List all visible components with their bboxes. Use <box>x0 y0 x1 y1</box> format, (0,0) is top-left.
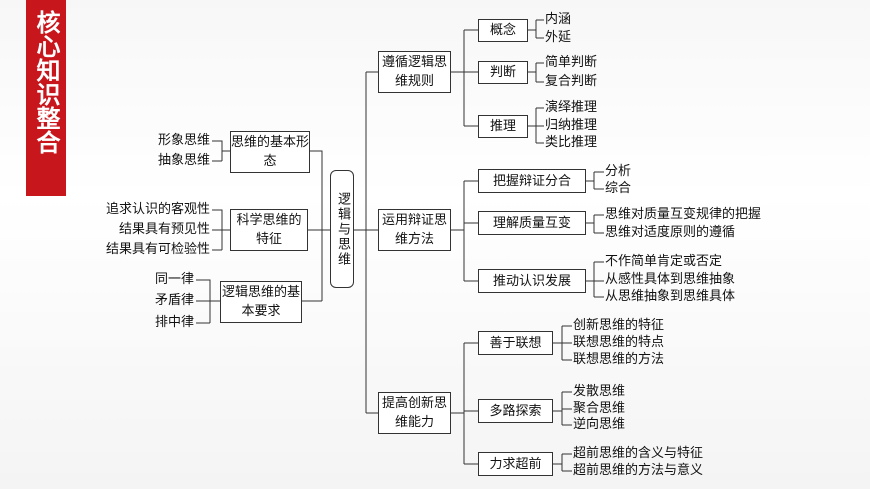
connector-r2-c1 <box>586 171 604 190</box>
left-box-science-features: 科学思维的特征 <box>230 209 308 251</box>
connector-left-trunk <box>302 150 330 302</box>
leaf-item: 聚合思维 <box>573 401 626 416</box>
leaf-item: 分析 <box>605 164 632 179</box>
connector-left-1 <box>212 140 230 162</box>
connector-r1-c2 <box>528 62 544 83</box>
connector-r3-c3 <box>553 453 572 472</box>
leaf-item: 外延 <box>545 30 572 45</box>
leaf-item: 从思维抽象到思维具体 <box>605 289 736 304</box>
child-concept: 概念 <box>478 19 528 42</box>
leaf-item: 逆向思维 <box>573 417 626 432</box>
connector-left-3 <box>196 279 220 324</box>
leaf-item: 联想思维的特点 <box>573 335 665 350</box>
connector-r1-c1 <box>528 19 544 39</box>
leaf-item: 联想思维的方法 <box>573 352 665 367</box>
child-analysis-synthesis: 把握辩证分合 <box>478 169 586 193</box>
right-box-innovation: 提高创新思维能力 <box>378 392 451 434</box>
connector-r2 <box>451 180 478 282</box>
connector-r2-c2 <box>586 214 604 234</box>
center-topic: 逻辑与思维 <box>330 170 354 288</box>
connector-left-2 <box>212 209 230 251</box>
leaf-item: 创新思维的特征 <box>573 318 665 333</box>
left-item: 矛盾律 <box>154 293 194 308</box>
left-item: 同一律 <box>154 272 194 287</box>
connector-r2-c3 <box>586 261 604 298</box>
leaf-item: 演绎推理 <box>545 100 598 115</box>
left-box-logic-requirements: 逻辑思维的基本要求 <box>220 281 302 323</box>
connector-r3-c2 <box>553 391 572 426</box>
leaf-item: 不作简单肯定或否定 <box>605 254 723 269</box>
left-box-basic-forms: 思维的基本形态 <box>230 131 310 173</box>
left-item: 抽象思维 <box>157 153 210 168</box>
child-multi-path: 多路探索 <box>478 399 553 423</box>
leaf-item: 综合 <box>605 181 632 196</box>
left-item: 形象思维 <box>157 133 210 148</box>
child-ahead: 力求超前 <box>478 452 553 476</box>
side-banner: 核心知识整合 <box>26 0 66 196</box>
child-reasoning: 推理 <box>478 115 528 138</box>
child-quality-quantity: 理解质量互变 <box>478 211 586 235</box>
left-item: 结果具有预见性 <box>118 222 210 237</box>
leaf-item: 发散思维 <box>573 384 626 399</box>
leaf-item: 归纳推理 <box>545 118 598 133</box>
leaf-item: 简单判断 <box>545 55 598 70</box>
right-box-logic-rules: 遵循逻辑思维规则 <box>378 51 451 93</box>
connector-r1 <box>451 29 478 127</box>
leaf-item: 思维对质量互变规律的把握 <box>605 207 762 222</box>
left-item: 排中律 <box>154 315 194 330</box>
left-item: 追求认识的客观性 <box>105 202 210 217</box>
leaf-item: 从感性具体到思维抽象 <box>605 272 736 287</box>
left-item: 结果具有可检验性 <box>105 242 210 257</box>
leaf-item: 类比推理 <box>545 135 598 150</box>
leaf-item: 超前思维的含义与特征 <box>573 446 704 461</box>
banner-title: 核心知识整合 <box>32 10 60 154</box>
connector-r3 <box>451 342 478 465</box>
leaf-item: 复合判断 <box>545 74 598 89</box>
right-box-dialectic: 运用辩证思维方法 <box>378 209 451 251</box>
connector-r3-c1 <box>553 325 572 361</box>
leaf-item: 内涵 <box>545 12 572 27</box>
child-judgment: 判断 <box>478 61 528 84</box>
child-association: 善于联想 <box>478 331 553 355</box>
connector-r1-c3 <box>528 107 544 144</box>
leaf-item: 超前思维的方法与意义 <box>573 463 704 478</box>
child-cognition-development: 推动认识发展 <box>478 269 586 293</box>
leaf-item: 思维对适度原则的遵循 <box>605 225 736 240</box>
connector-center-right <box>354 71 378 414</box>
